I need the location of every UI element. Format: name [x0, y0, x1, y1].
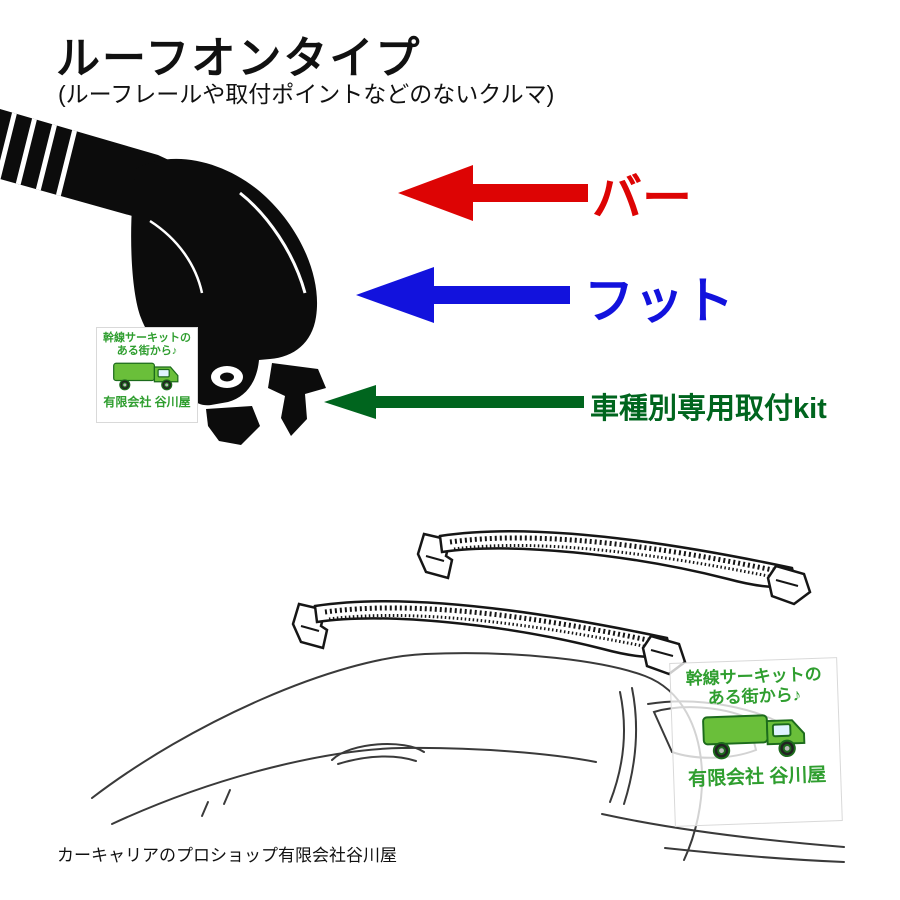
page-title: ルーフオンタイプ — [56, 34, 422, 83]
foot-base-pad — [206, 406, 260, 445]
crossbar-rear — [418, 531, 810, 604]
page-subtitle: (ルーフレールや取付ポイントなどのないクルマ) — [58, 81, 555, 107]
truck-icon — [97, 357, 197, 393]
kit-arrow — [324, 382, 584, 422]
shop-sticker-small: 幹線サーキットの ある街から♪ 有限会社 谷川屋 — [96, 327, 198, 423]
kit-arrow-shape — [324, 385, 584, 419]
foot-label: フット — [584, 273, 734, 329]
bar-label: バー — [592, 170, 692, 226]
mount-kit-bracket — [268, 363, 326, 436]
bar-arrow-shape — [398, 165, 588, 221]
shop-sticker-large: 幹線サーキットの ある街から♪ 有限会社 谷川屋 — [669, 657, 843, 827]
bar-arrow — [398, 163, 588, 223]
sticker-company-name: 有限会社 谷川屋 — [687, 764, 827, 791]
footer-shop-name: カーキャリアのプロショップ有限会社谷川屋 — [57, 846, 397, 865]
kit-label: 車種別専用取付kit — [590, 393, 827, 425]
foot-arrow-shape — [356, 267, 570, 323]
foot-arrow — [356, 265, 570, 325]
sticker-company-name: 有限会社 谷川屋 — [103, 395, 191, 410]
sticker-slogan-line2: ある街から♪ — [116, 344, 178, 357]
truck-icon — [672, 703, 840, 765]
sticker-slogan-line1: 幹線サーキットの — [103, 332, 191, 344]
crossbar-front — [293, 601, 685, 674]
